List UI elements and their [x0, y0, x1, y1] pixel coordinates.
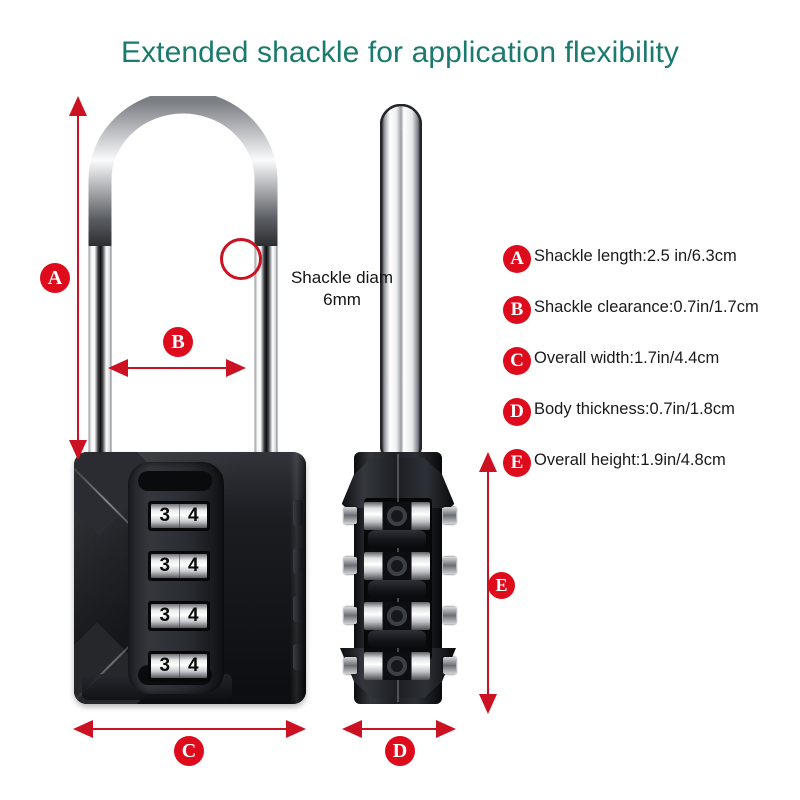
side-dial-separator: [382, 552, 383, 580]
side-dial-bump: [368, 630, 426, 648]
legend-text-e: Overall height:1.9in/4.8cm: [534, 451, 726, 469]
side-dial-bump: [368, 530, 426, 548]
side-ridge: [443, 557, 456, 574]
dial-strip: 3 4: [151, 504, 207, 528]
legend-item: A Shackle length:2.5 in/6.3cm: [503, 245, 800, 296]
side-ridge: [344, 507, 357, 524]
dimension-arrowhead-c-left: [73, 720, 93, 738]
shackle-diameter-note: Shackle diam 6mm: [262, 267, 422, 312]
side-dial[interactable]: [364, 552, 430, 580]
dimension-arrowhead-e-bottom: [479, 694, 497, 714]
dial-digit-right: 4: [178, 504, 208, 528]
dimension-line-b: [113, 367, 243, 369]
dial-digit-left: 3: [159, 655, 171, 676]
dimension-arrowhead-b-right: [226, 359, 246, 377]
dimension-arrowhead-d-left: [342, 720, 362, 738]
dial-strip: 3 4: [151, 604, 207, 628]
dial-knurl-tab[interactable]: [293, 500, 303, 526]
side-dial-separator: [411, 602, 412, 630]
dial-digit-right: 4: [178, 604, 208, 628]
side-ridge: [344, 657, 357, 674]
dial-window[interactable]: 3 4: [148, 651, 210, 681]
side-dial[interactable]: [364, 652, 430, 680]
dial-window[interactable]: 3 4: [148, 501, 210, 531]
side-ridge: [443, 657, 456, 674]
side-ridge: [443, 607, 456, 624]
side-ridge: [344, 607, 357, 624]
dial-knurl-tab[interactable]: [293, 644, 303, 670]
legend-text-b: Shackle clearance:0.7in/1.7cm: [534, 298, 759, 316]
dimension-marker-b: B: [163, 327, 193, 357]
legend-text-c: Overall width:1.7in/4.4cm: [534, 349, 720, 367]
dimension-marker-d: D: [385, 736, 415, 766]
side-dial-bump: [368, 580, 426, 598]
dial-window[interactable]: 3 4: [148, 601, 210, 631]
shackle-front-svg: [88, 96, 278, 468]
dial-window[interactable]: 3 4: [148, 551, 210, 581]
legend-item: B Shackle clearance:0.7in/1.7cm: [503, 296, 800, 347]
side-dial-separator: [411, 502, 412, 530]
dial-strip: 3 4: [151, 654, 207, 678]
legend-text-d: Body thickness:0.7in/1.8cm: [534, 400, 735, 418]
dial-knurl-tab[interactable]: [293, 548, 303, 574]
dimension-marker-a: A: [40, 263, 70, 293]
shackle-diameter-note-line1: Shackle diam: [290, 268, 394, 287]
side-ridge: [443, 507, 456, 524]
side-dial-separator: [382, 602, 383, 630]
dial-digit-left: 3: [159, 555, 171, 576]
dimension-arrowhead-d-right: [436, 720, 456, 738]
side-dial-zero-glyph: [387, 556, 407, 576]
dimension-marker-c: C: [174, 736, 204, 766]
side-dial[interactable]: [364, 602, 430, 630]
side-dial-separator: [382, 652, 383, 680]
legend-marker-d: D: [503, 398, 531, 426]
legend-item: E Overall height:1.9in/4.8cm: [503, 449, 800, 500]
dimension-arrowhead-a-bottom: [69, 440, 87, 460]
side-dial-zero-glyph: [387, 506, 407, 526]
housing-groove-top: [138, 471, 212, 491]
dial-digit-right: 4: [178, 654, 208, 678]
dimension-legend: A Shackle length:2.5 in/6.3cm B Shackle …: [503, 245, 800, 500]
side-dial-separator: [411, 552, 412, 580]
dial-knurl-tab[interactable]: [293, 596, 303, 622]
legend-marker-c: C: [503, 347, 531, 375]
dimension-arrowhead-c-right: [286, 720, 306, 738]
legend-item: D Body thickness:0.7in/1.8cm: [503, 398, 800, 449]
legend-item: C Overall width:1.7in/4.4cm: [503, 347, 800, 398]
shackle-diameter-circle-annotation: [220, 238, 262, 280]
side-dial-separator: [411, 652, 412, 680]
side-dial-zero-glyph: [387, 606, 407, 626]
legend-marker-e: E: [503, 449, 531, 477]
dimension-line-d: [348, 728, 452, 730]
legend-marker-a: A: [503, 245, 531, 273]
dimension-arrowhead-e-top: [479, 452, 497, 472]
page-title: Extended shackle for application flexibi…: [120, 36, 680, 69]
legend-marker-b: B: [503, 296, 531, 324]
shackle-diameter-note-line2: 6mm: [323, 290, 361, 310]
side-ridge: [344, 557, 357, 574]
dial-digit-left: 3: [159, 605, 171, 626]
dimension-line-a: [77, 100, 79, 456]
dimension-marker-e: E: [488, 572, 515, 599]
dimension-arrowhead-a-top: [69, 96, 87, 116]
side-dial[interactable]: [364, 502, 430, 530]
dial-strip: 3 4: [151, 554, 207, 578]
side-dial-zero-glyph: [387, 656, 407, 676]
legend-text-a: Shackle length:2.5 in/6.3cm: [534, 247, 737, 265]
dimension-line-c: [80, 728, 302, 730]
dimension-arrowhead-b-left: [108, 359, 128, 377]
dial-digit-right: 4: [178, 554, 208, 578]
side-dial-separator: [382, 502, 383, 530]
dial-digit-left: 3: [159, 505, 171, 526]
